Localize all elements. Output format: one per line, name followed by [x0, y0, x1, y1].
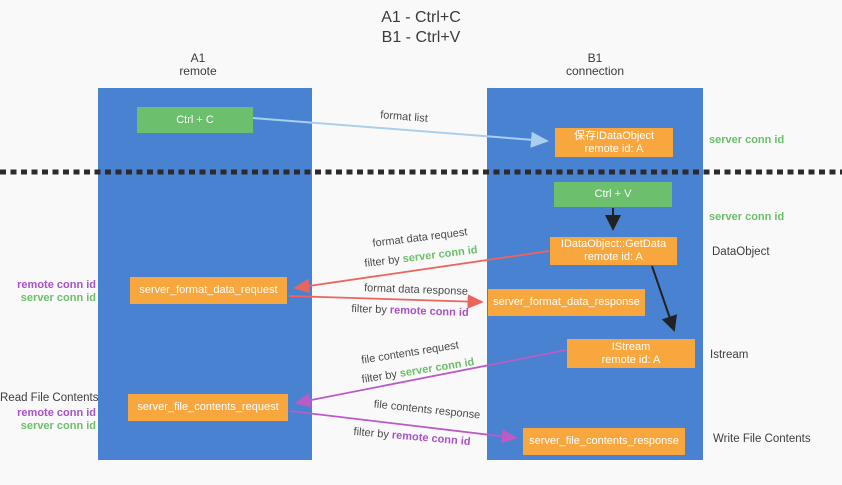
left-remote-conn-id-label-1: remote conn id	[17, 279, 96, 291]
getdata-node: IDataObject::GetData remote id: A	[550, 237, 677, 265]
getdata-to-istream-arrow	[651, 265, 678, 332]
ctrl-c-label: Ctrl + C	[176, 113, 214, 126]
server-format-data-response-label: server_format_data_response	[493, 296, 640, 308]
server-file-contents-request-node: server_file_contents_request	[128, 394, 288, 421]
save-idataobject-line1: 保存IDataObject	[573, 129, 655, 142]
ctrl-c-node: Ctrl + C	[137, 107, 253, 133]
right-server-conn-id-label-1: server conn id	[709, 134, 785, 146]
server-format-data-response-node: server_format_data_response	[488, 289, 645, 316]
server-format-data-request-node: server_format_data_request	[130, 277, 287, 304]
server-format-data-request-label: server_format_data_request	[139, 284, 278, 296]
format-data-request-arrow	[293, 250, 550, 294]
left-remote-conn-id-label-2: remote conn id	[17, 407, 96, 419]
istream-node: IStream remote id: A	[567, 339, 695, 368]
title-line-1: A1 - Ctrl+C	[381, 9, 461, 26]
ctrl-v-node: Ctrl + V	[554, 182, 672, 207]
read-file-contents-label: Read File Contents	[0, 392, 99, 404]
column-b1-name: B1	[587, 51, 603, 65]
column-b1-subtitle: connection	[565, 64, 625, 78]
data-object-label: DataObject	[712, 246, 770, 258]
istream-line2: remote id: A	[601, 353, 661, 366]
save-idataobject-line2: remote id: A	[584, 142, 644, 155]
column-a1-name: A1	[190, 51, 206, 65]
format-data-response-arrow	[288, 294, 484, 309]
istream-line1: IStream	[611, 340, 651, 353]
write-file-contents-label: Write File Contents	[713, 433, 811, 445]
ctrl-v-label: Ctrl + V	[594, 188, 632, 200]
left-server-conn-id-label-1: server conn id	[20, 292, 96, 304]
server-file-contents-response-label: server_file_contents_response	[529, 435, 679, 447]
left-server-conn-id-label-2: server conn id	[20, 420, 96, 432]
column-a1-subtitle: remote	[179, 64, 217, 78]
right-server-conn-id-label-2: server conn id	[709, 211, 785, 223]
title-line-2: B1 - Ctrl+V	[381, 29, 461, 46]
istream-side-label: Istream	[710, 349, 749, 361]
diagram-title: A1 - Ctrl+C B1 - Ctrl+V	[0, 8, 842, 48]
getdata-line1: IDataObject::GetData	[560, 238, 667, 250]
server-file-contents-response-node: server_file_contents_response	[523, 428, 685, 455]
file-contents-request-arrow	[294, 349, 567, 408]
column-header-a1: A1 remote	[98, 52, 298, 78]
file-contents-response-arrow	[289, 410, 518, 444]
column-header-b1: B1 connection	[487, 52, 703, 78]
save-idataobject-node: 保存IDataObject remote id: A	[555, 128, 673, 157]
filter-by-text: filter by	[351, 302, 391, 317]
format-list-arrow	[252, 117, 549, 148]
getdata-line2: remote id: A	[584, 251, 643, 263]
server-file-contents-request-label: server_file_contents_request	[137, 401, 279, 413]
